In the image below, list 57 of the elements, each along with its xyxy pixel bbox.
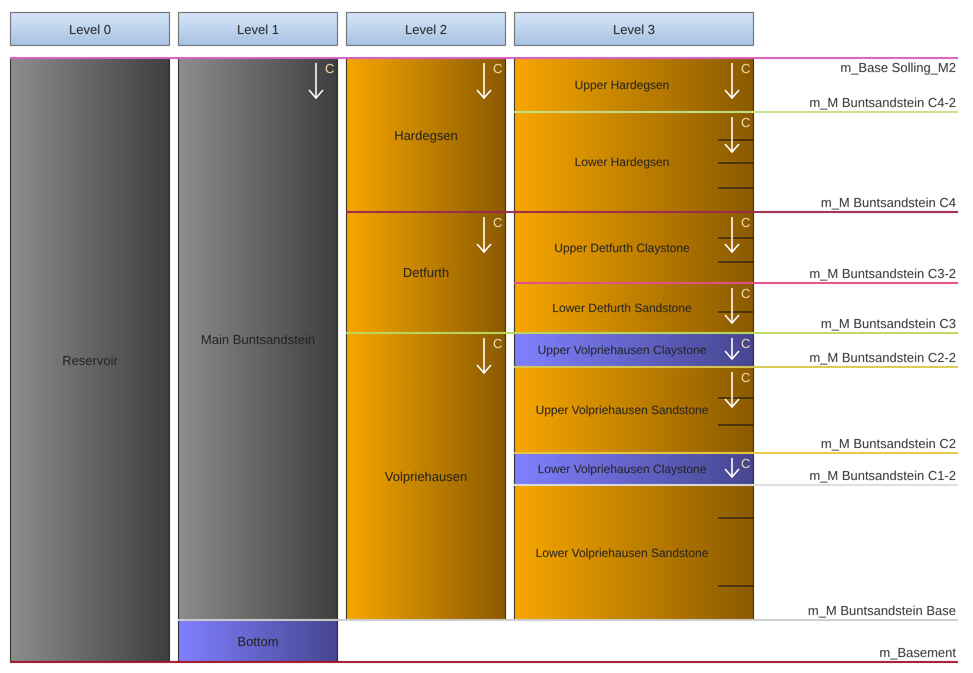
arrow-letter: C [741,457,750,471]
unit-name: Volpriehausen [384,469,468,484]
header-label: Level 0 [69,22,111,36]
stratigraphic-unit [178,58,338,620]
arrow-letter: C [741,337,750,351]
unit-name: Lower Volpriehausen Sandstone [536,546,708,560]
horizon-label: m_M Buntsandstein Base [808,604,956,618]
stratigraphic-unit [178,620,338,662]
header-label: Level 1 [237,22,279,36]
unit-name: Detfurth [402,265,450,280]
unit-name: Lower Detfurth Sandstone [552,301,692,315]
unit-name: Main Buntsandstein [200,332,316,346]
horizon-label: m_M Buntsandstein C4 [820,196,956,210]
horizon-label: m_M Buntsandstein C4-2 [809,96,956,110]
arrow-letter: C [741,371,750,385]
arrow-letter: C [493,62,502,76]
level-header [10,12,170,46]
unit-name: Reservoir [62,352,118,368]
stratigraphic-unit [10,58,170,662]
unit-name: Hardegsen [394,128,458,142]
level-header [346,12,506,46]
horizon-label: m_M Buntsandstein C3 [820,317,956,331]
header-label: Level 3 [613,22,655,36]
stratigraphic-unit [514,367,754,453]
stratigraphic-unit [514,333,754,367]
header-label: Level 2 [405,22,447,36]
unit-name: Lower Volpriehausen Claystone [538,462,706,476]
unit-name: Upper Detfurth Claystone [554,240,690,254]
unit-name: Upper Hardegsen [574,78,670,92]
unit-name: Upper Volpriehausen Claystone [538,343,706,357]
arrow-letter: C [741,62,750,76]
horizon-label: m_M Buntsandstein C1-2 [809,469,956,483]
stratigraphic-unit [514,485,754,620]
stratigraphic-unit [346,333,506,620]
unit-name: Bottom [237,634,279,648]
horizon-label: m_M Buntsandstein C2-2 [809,351,956,365]
stratigraphic-unit [514,453,754,485]
arrow-letter: C [741,287,750,301]
horizon-label: m_M Buntsandstein C2 [820,437,956,451]
stratigraphic-unit [514,112,754,212]
level-header [178,12,338,46]
stratigraphic-unit [514,212,754,283]
level-header [514,12,754,46]
stratigraphic-unit [514,58,754,112]
arrow-letter: C [325,62,334,76]
horizon-label: m_M Buntsandstein C3-2 [809,267,956,281]
arrow-letter: C [741,216,750,230]
stratigraphic-unit [346,212,506,333]
horizon-label: m_Basement [879,646,956,660]
stratigraphic-unit [514,283,754,333]
stratigraphic-unit [346,58,506,212]
unit-name: Lower Hardegsen [574,155,670,169]
arrow-letter: C [493,337,502,351]
arrow-letter: C [741,116,750,130]
arrow-letter: C [493,216,502,230]
horizon-label: m_Base Solling_M2 [840,61,956,75]
unit-name: Upper Volpriehausen Sandstone [536,403,708,417]
